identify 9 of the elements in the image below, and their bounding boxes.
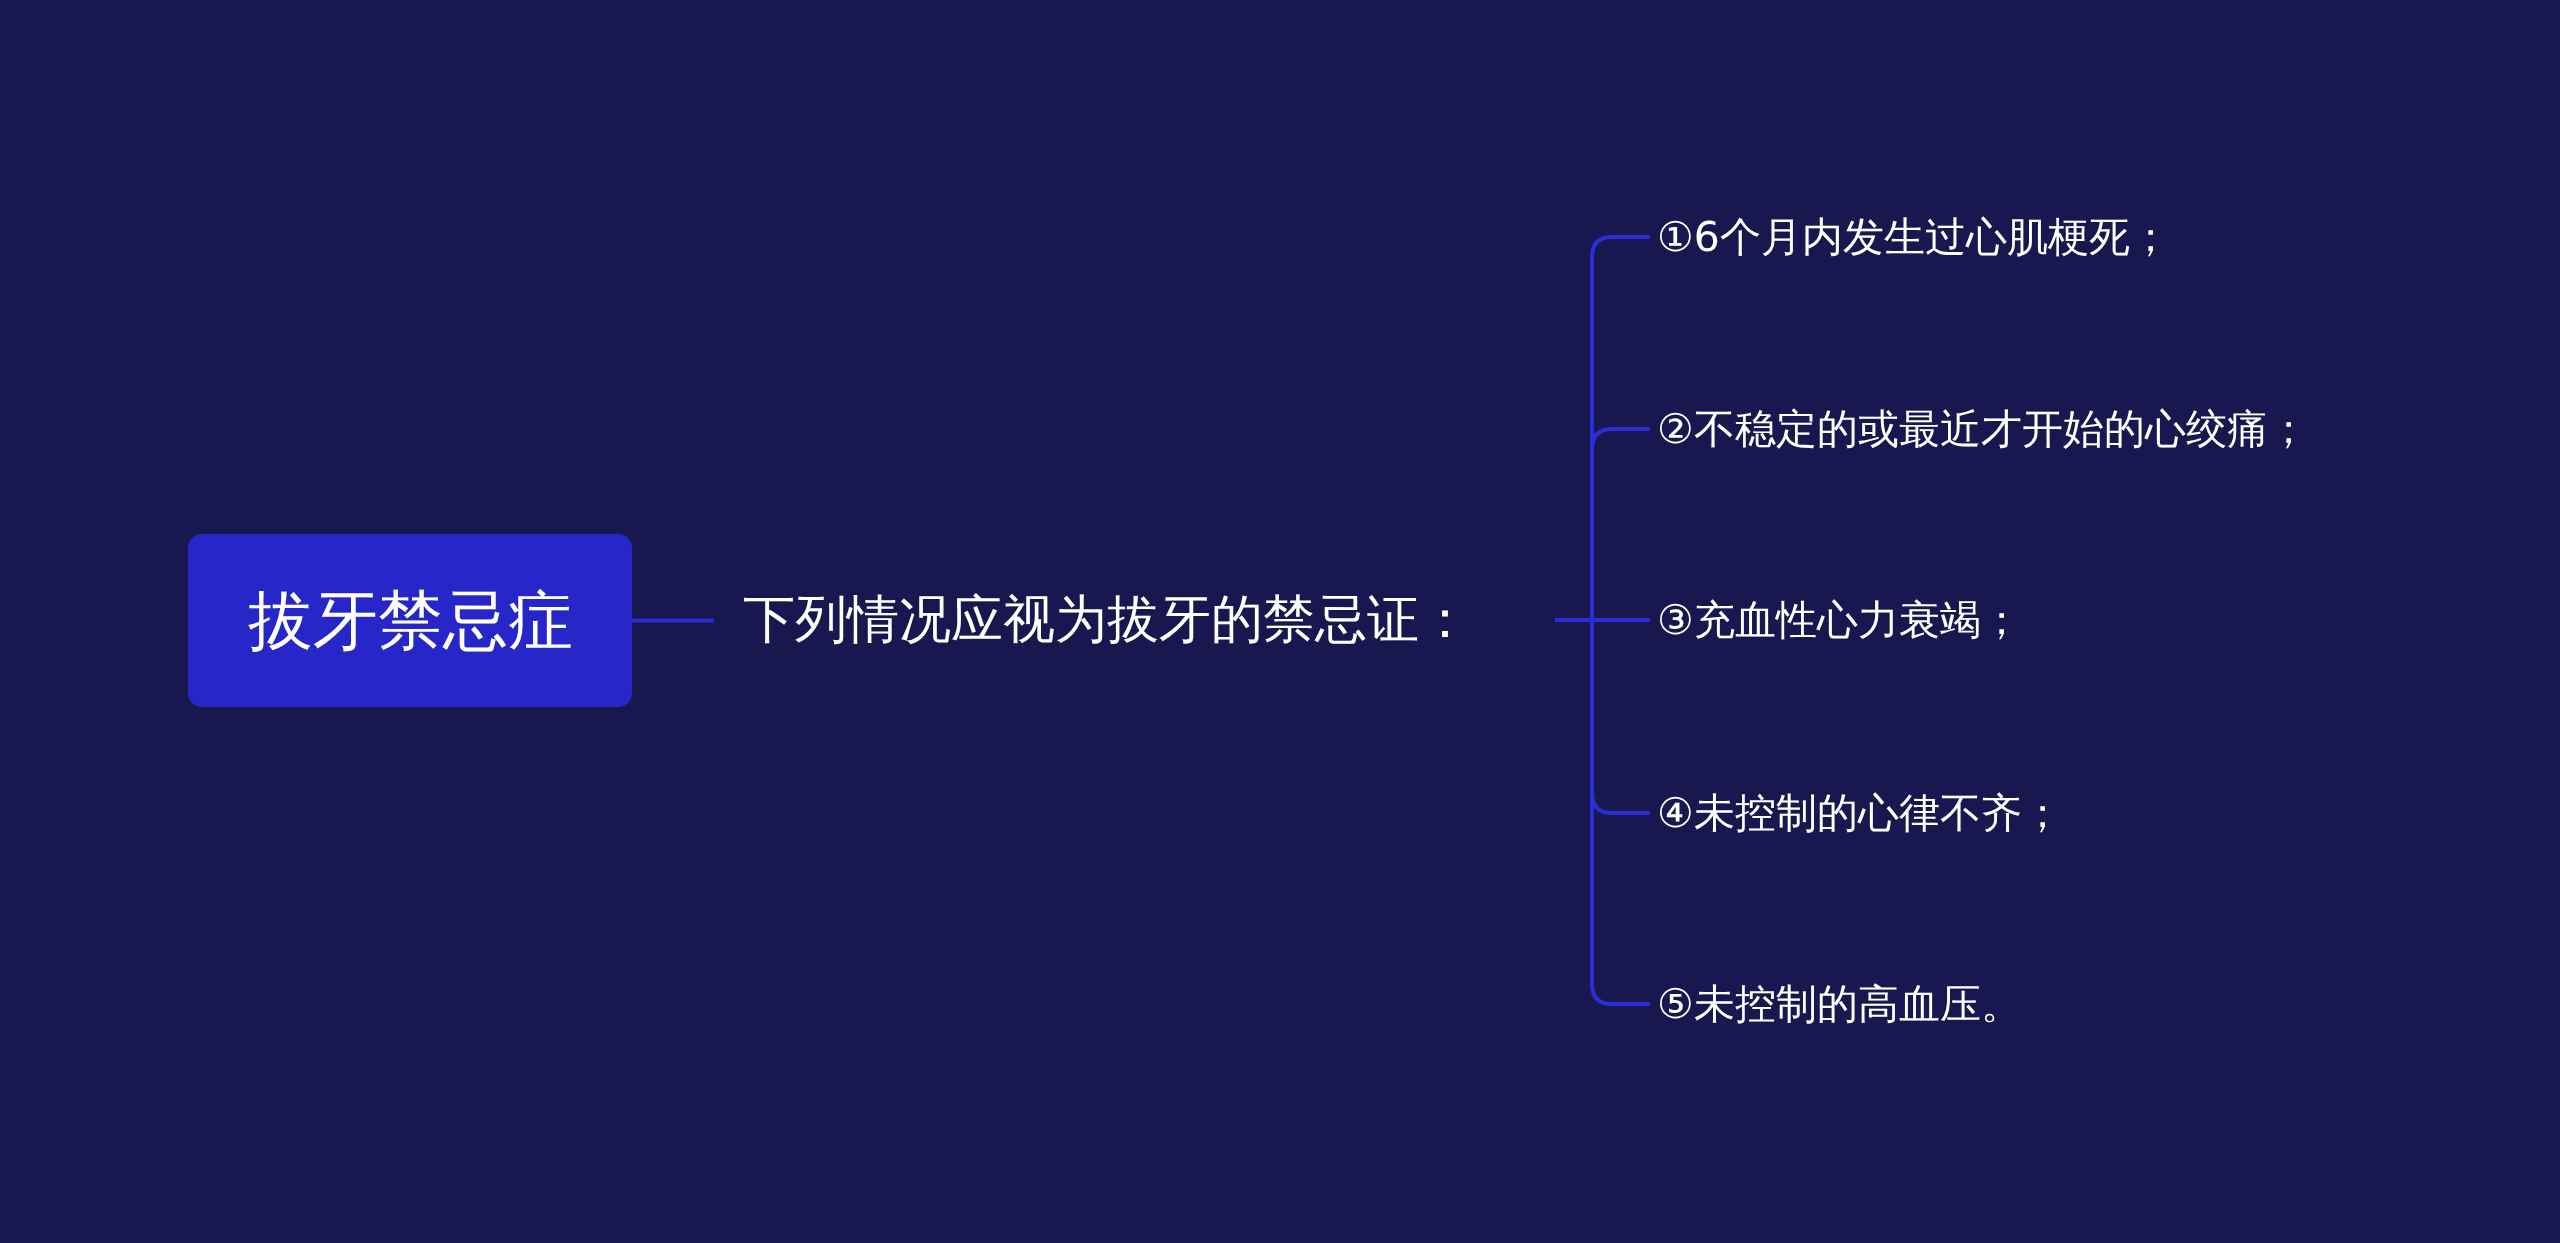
branch-text: ②不稳定的或最近才开始的心绞痛；: [1650, 399, 2410, 459]
branch-text: ④未控制的心律不齐；: [1650, 783, 2410, 843]
branch-text: ⑤未控制的高血压。: [1650, 974, 2410, 1034]
branch-text: ①6个月内发生过心肌梗死；: [1650, 207, 2410, 267]
subtopic-text: 下列情况应视为拔牙的禁忌证：: [714, 585, 1555, 655]
connector-line: [1555, 618, 1650, 1006]
topic-box: 拔牙禁忌症: [188, 534, 632, 707]
connector-line: [632, 618, 714, 623]
branch-text: ③充血性心力衰竭；: [1650, 590, 2410, 650]
